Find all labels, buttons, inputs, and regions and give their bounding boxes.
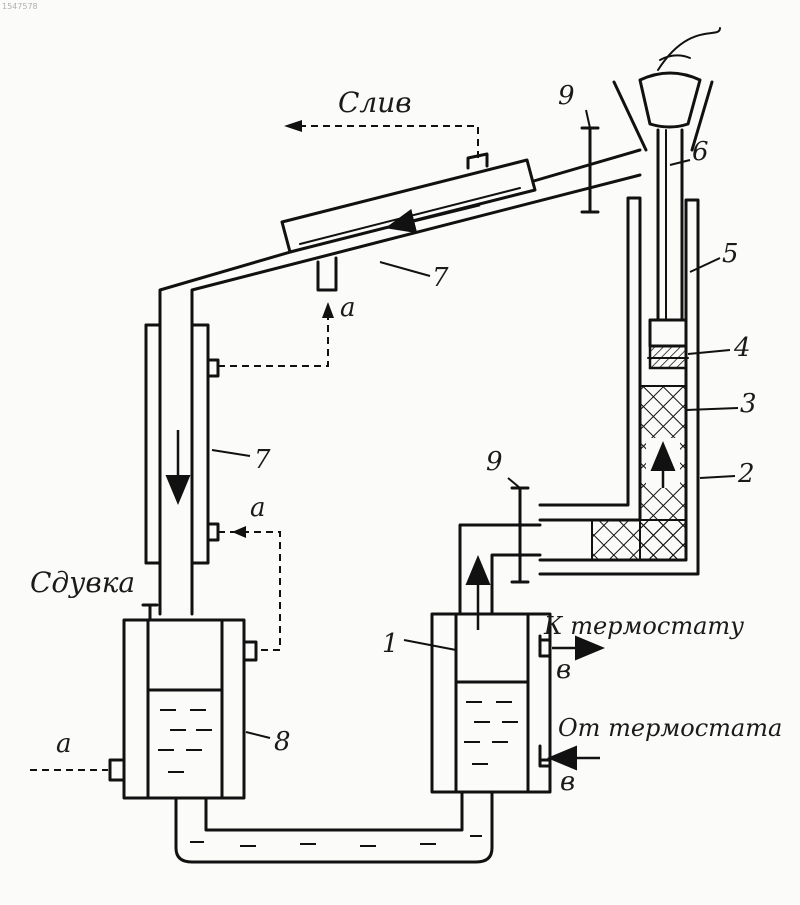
connecting-u-tube [176,792,492,862]
label-v-1: в [556,655,571,685]
label-v-2: в [560,767,575,797]
coolant-link-a1 [218,316,328,366]
label-num-4: 4 [733,333,751,363]
label-num-6: 6 [692,137,709,167]
valve-9-lower [512,488,528,582]
label-to-thermostat: К термостату [543,612,744,640]
label-a-3: a [56,729,72,759]
drain-line [300,126,478,158]
label-blowoff: Сдувка [30,566,135,599]
label-num-7-left: 7 [254,445,271,475]
label-drain: Слив [338,86,412,119]
tube-5 [658,130,682,320]
vessel-8 [110,605,256,798]
valve-9-upper [582,128,598,212]
piston-4 [648,320,688,368]
label-a-1: a [340,293,356,323]
corner-id: 1547578 [2,2,38,11]
label-a-2: a [250,493,266,523]
label-num-1: 1 [382,629,399,659]
label-num-7-upper: 7 [432,263,449,293]
label-num-2: 2 [737,459,755,489]
label-num-8: 8 [274,727,291,757]
left-jacket-7 [146,325,218,563]
label-num-9-lower: 9 [486,447,503,477]
drain-arrowhead [284,120,302,132]
label-num-3: 3 [740,389,757,419]
label-num-9-upper: 9 [558,81,575,111]
column-2 [540,198,698,574]
vessel-1 [432,614,550,792]
label-num-5: 5 [722,239,739,269]
label-from-thermostat: От термостата [558,714,782,742]
